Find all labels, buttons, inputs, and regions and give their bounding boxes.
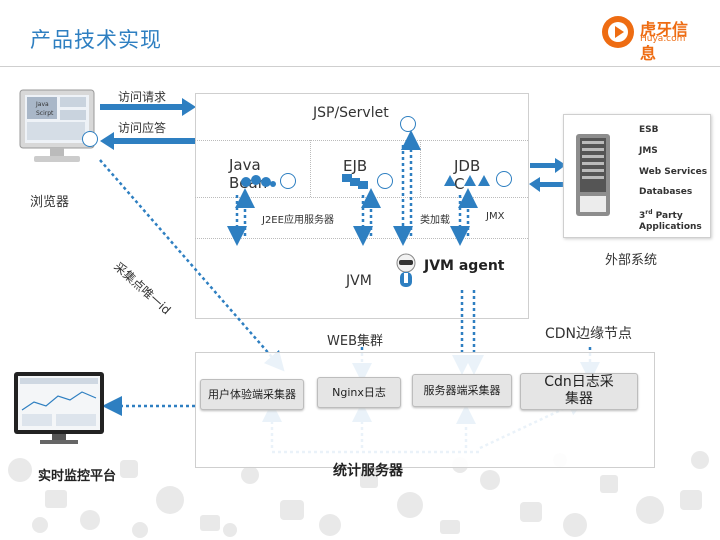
ejb-clock-icon <box>377 173 393 189</box>
java-bean-clock-icon <box>280 173 296 189</box>
jsp-servlet-label: JSP/Servlet <box>313 105 389 121</box>
logo-subtext: Huya.com <box>640 34 686 44</box>
divider-line <box>310 140 311 197</box>
external-item-web-services: Web Services <box>639 167 708 177</box>
browser-monitor-icon <box>19 89 95 162</box>
response-label: 访问应答 <box>118 121 167 135</box>
classload-label: 类加载 <box>420 215 450 226</box>
monitor-platform-label: 实时监控平台 <box>38 469 117 484</box>
external-item-esb: ESB <box>639 125 659 135</box>
jdbc-icon <box>444 175 490 186</box>
j2ee-label: J2EE应用服务器 <box>262 215 334 226</box>
jmx-label: JMX <box>486 211 505 222</box>
huya-logo-icon <box>602 16 634 48</box>
monitor-platform-icon <box>14 372 104 444</box>
server-rack-icon <box>576 134 610 216</box>
request-response-arrows <box>100 98 196 150</box>
huya-logo: 虎牙信息 Huya.com <box>600 14 700 63</box>
external-systems-label: 外部系统 <box>605 253 658 268</box>
server-side-collector: 服务器端采集器 <box>412 374 512 407</box>
ejb-icon <box>342 174 368 189</box>
cdn-log-collector: Cdn日志采 集器 <box>520 373 638 410</box>
request-label: 访问请求 <box>118 90 167 104</box>
jdbc-label: JDBC <box>454 157 481 193</box>
jdbc-clock-icon <box>496 171 512 187</box>
browser-label: 浏览器 <box>30 195 70 210</box>
background-pattern <box>8 451 709 538</box>
logo-text: 虎牙信息 <box>640 20 689 63</box>
external-item-databases: Databases <box>639 187 693 197</box>
jvm-label: JVM <box>346 273 372 289</box>
header-divider <box>0 66 720 67</box>
external-item-3rd-party: 3rd Party Applications <box>639 209 702 232</box>
user-experience-collector: 用户体验端采集器 <box>200 379 304 410</box>
jvm-agent-icon <box>396 253 416 287</box>
nginx-log-node: Nginx日志 <box>317 377 401 408</box>
cdn-edge-label: CDN边缘节点 <box>545 326 633 342</box>
browser-clock-icon <box>82 131 98 147</box>
page-title: 产品技术实现 <box>30 28 162 52</box>
web-cluster-label: WEB集群 <box>327 334 383 349</box>
divider-line <box>420 140 421 197</box>
stats-server-label: 统计服务器 <box>333 463 403 479</box>
external-item-jms: JMS <box>639 146 658 156</box>
browser-screen-text: Java Scirpt <box>36 101 54 117</box>
collector-cluster-box <box>195 352 655 468</box>
divider-line <box>195 140 528 141</box>
jvm-agent-label: JVM agent <box>424 258 505 274</box>
java-bean-icon <box>241 175 276 187</box>
ejb-label: EJB <box>343 157 368 175</box>
